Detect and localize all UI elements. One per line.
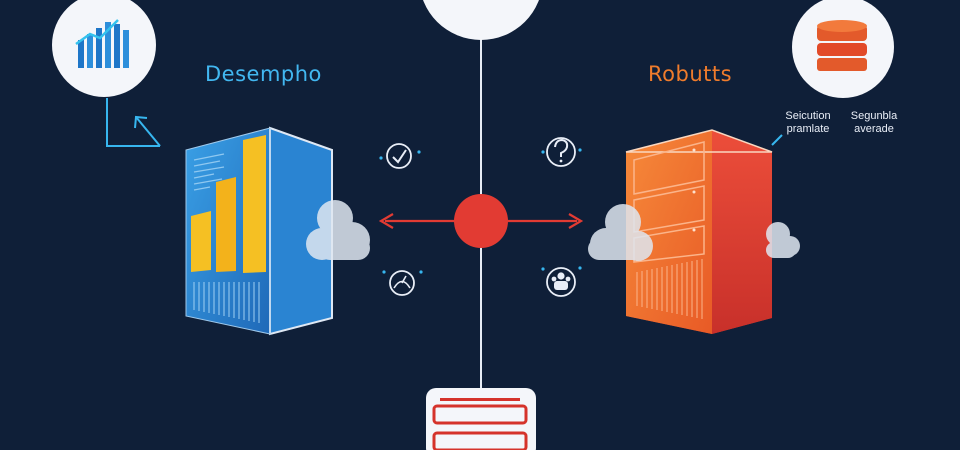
- right-server: [625, 129, 773, 334]
- cloud-far-right: [766, 222, 800, 258]
- right-note-1-line2: pramlate: [786, 123, 830, 135]
- left-connector: [106, 98, 160, 147]
- top-node: [423, 0, 539, 40]
- check-icon: [379, 143, 421, 169]
- arrow-left: [378, 213, 455, 229]
- left-title: Desempho: [205, 62, 322, 86]
- gauge-icon: [382, 270, 423, 296]
- center-hub: [454, 194, 508, 248]
- question-icon: [541, 137, 582, 167]
- left-server: [185, 126, 333, 336]
- right-note-2-line1: Segunbla: [850, 110, 898, 122]
- right-note-2-line2: averade: [854, 123, 894, 135]
- right-title: Robutts: [648, 62, 733, 86]
- cloud-right: [588, 204, 653, 261]
- team-icon: [541, 266, 582, 297]
- right-note-1: Seicution pramlate: [776, 110, 840, 136]
- right-note-1-line1: Seicution: [785, 110, 831, 122]
- cloud-left: [306, 200, 370, 260]
- bar-chart-icon: [52, 0, 156, 97]
- database-stack-icon: [792, 0, 894, 98]
- server-rack-icon: [426, 388, 536, 450]
- right-note-2: Segunbla averade: [842, 110, 906, 136]
- arrow-right: [507, 213, 584, 229]
